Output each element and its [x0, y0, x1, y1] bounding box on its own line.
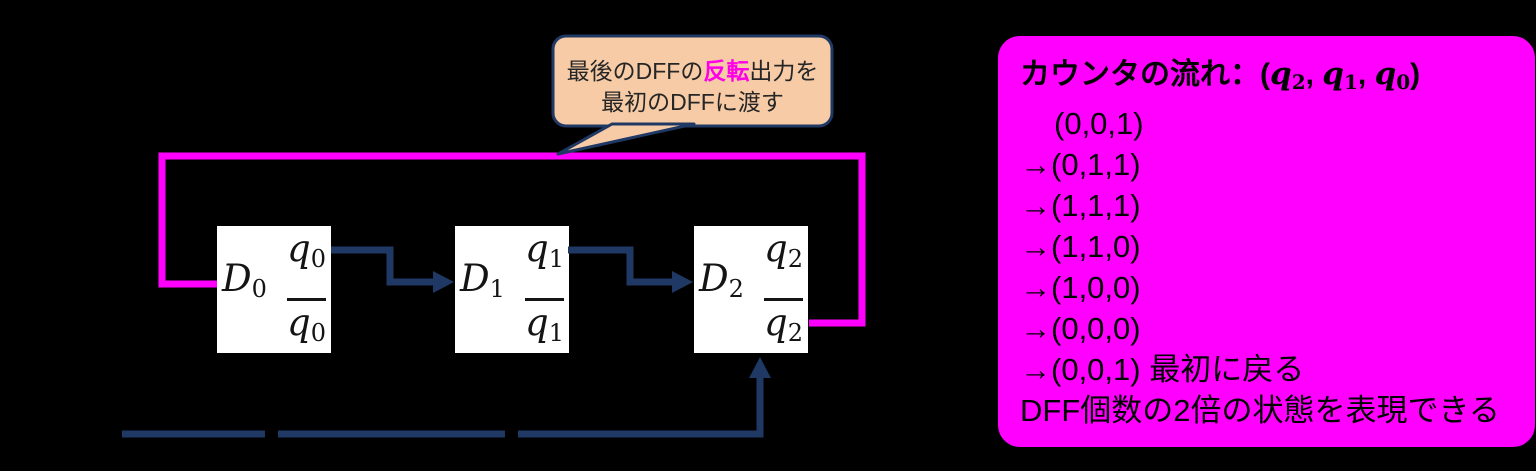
callout-bubble: [551, 34, 834, 128]
dff-1-inverted-output-label: q1: [525, 298, 564, 345]
dff-2-input-label: D2: [699, 257, 744, 303]
dff-1-input-label: D1: [460, 257, 505, 303]
arrowhead-d1-icon: [433, 271, 454, 293]
counter-flow-panel: カウンタの流れ：(q2, q1, q0) (0,0,1) →(0,1,1) →(…: [998, 36, 1535, 447]
clock-wire-to-dff2: [518, 374, 764, 438]
dff-0-inverted-output-label: q0: [287, 298, 326, 345]
feedback-wire: [158, 152, 866, 327]
callout-line-2: 最初のDFFに渡す: [601, 89, 784, 115]
counter-state-line-1: →(0,1,1): [1020, 147, 1141, 182]
counter-state-line-0: (0,0,1): [1054, 106, 1144, 141]
dff-2: q2 D2 q2: [694, 226, 808, 353]
callout-text: 最後のDFFの反転出力を 最初のDFFに渡す: [553, 56, 832, 118]
dff-box-0: [217, 226, 331, 353]
dff-0: q0 D0 q0: [217, 226, 331, 353]
counter-state-line-3: →(1,1,0): [1020, 229, 1141, 264]
counter-state-line-5: →(0,0,0): [1020, 311, 1141, 346]
wire-q1-to-d2: [568, 246, 674, 286]
panel-title: カウンタの流れ：(q2, q1, q0): [1020, 56, 1421, 94]
callout-highlight: 反転: [703, 58, 750, 84]
dff-1-output-label: q1: [525, 227, 564, 273]
clock-arrowhead-icon: [749, 357, 771, 378]
callout-tail: [556, 122, 696, 156]
counter-state-line-2: →(1,1,1): [1020, 188, 1141, 223]
dff-0-output-label: q0: [287, 227, 326, 273]
dff-2-output-label: q2: [764, 227, 803, 273]
dff-2-inverted-output-label: q2: [764, 298, 803, 345]
counter-state-list: (0,0,1) →(0,1,1) →(1,1,1) →(1,1,0) →(1,0…: [1020, 103, 1527, 431]
counter-state-line-4: →(1,0,0): [1020, 270, 1141, 305]
dff-box-2: [694, 226, 808, 353]
dff-0-input-label: D0: [222, 257, 267, 303]
panel-conclusion-line: DFF個数の2倍の状態を表現できる: [1020, 393, 1500, 428]
wire-q0-to-d1: [331, 246, 435, 286]
arrowhead-d2-icon: [672, 271, 693, 293]
counter-state-line-6: →(0,0,1) 最初に戻る: [1020, 352, 1305, 387]
dff-box-1: [455, 226, 569, 353]
dff-1: q1 D1 q1: [455, 226, 569, 353]
callout-line-1: 最後のDFFの反転出力を: [566, 58, 819, 84]
